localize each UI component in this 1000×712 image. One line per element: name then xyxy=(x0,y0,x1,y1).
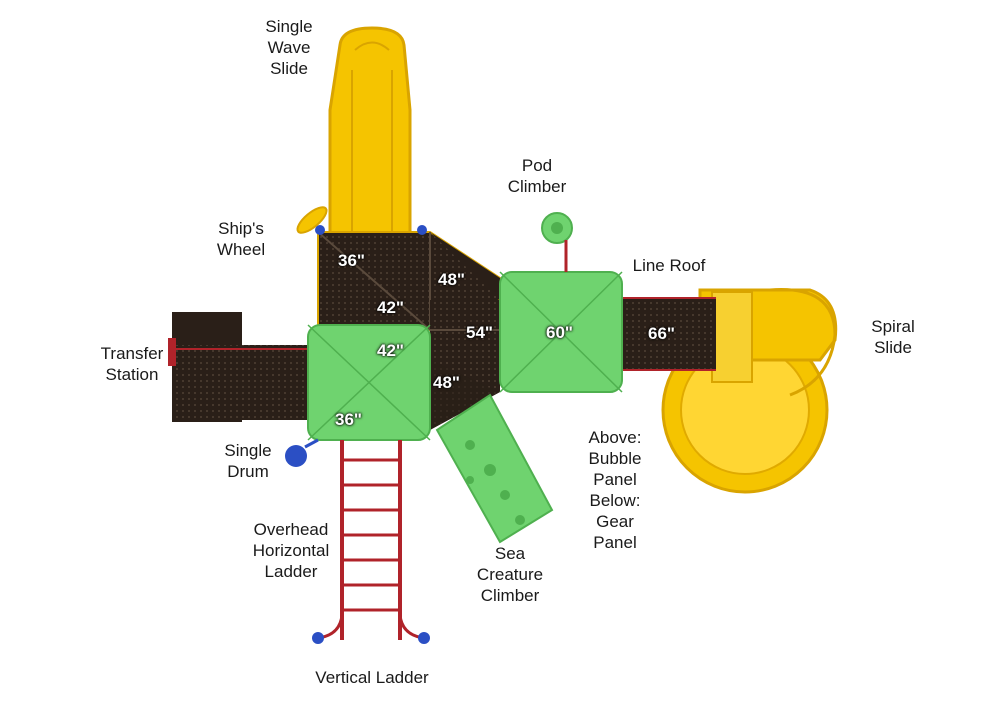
label-overhead-horizontal-ladder: Overhead Horizontal Ladder xyxy=(252,520,330,581)
roofs xyxy=(307,271,623,441)
label-line-roof: Line Roof xyxy=(632,256,706,275)
label-above-below-panel: Above: Bubble Panel Below: Gear Panel xyxy=(588,428,642,552)
label-single-wave-slide: Single Wave Slide xyxy=(265,17,313,78)
single-drum xyxy=(285,438,319,467)
height-deck-lower-center: 48" xyxy=(433,373,460,392)
height-roof-lower: 36" xyxy=(335,410,362,429)
pod-climber xyxy=(541,212,573,272)
fastener-icon xyxy=(417,225,427,235)
height-deck-center: 54" xyxy=(466,323,493,342)
label-transfer-station: Transfer Station xyxy=(100,344,164,384)
height-deck-center-left: 42" xyxy=(377,298,404,317)
label-ships-wheel: Ship's Wheel xyxy=(216,219,266,259)
roof-upper xyxy=(307,324,431,441)
overhead-horizontal-ladder xyxy=(312,440,430,644)
height-bridge-right: 66" xyxy=(648,324,675,343)
sea-creature-climber xyxy=(435,393,554,544)
height-roof-center: 60" xyxy=(546,323,573,342)
roof-center xyxy=(499,271,623,393)
deck-platforms xyxy=(317,231,716,430)
label-sea-creature-climber: Sea Creature Climber xyxy=(476,544,544,605)
label-vertical-ladder: Vertical Ladder xyxy=(315,668,429,687)
label-single-drum: Single Drum xyxy=(224,441,272,481)
height-deck-top-left: 36" xyxy=(338,251,365,270)
spiral-slide xyxy=(661,288,838,494)
single-wave-slide xyxy=(328,26,412,242)
ships-wheel xyxy=(296,206,328,234)
label-pod-climber: Pod Climber xyxy=(507,156,567,196)
fastener-icon xyxy=(315,225,325,235)
height-deck-upper-center: 48" xyxy=(438,270,465,289)
height-roof-upper: 42" xyxy=(377,341,404,360)
label-spiral-slide: Spiral Slide xyxy=(871,317,915,357)
transfer-station xyxy=(168,312,315,422)
